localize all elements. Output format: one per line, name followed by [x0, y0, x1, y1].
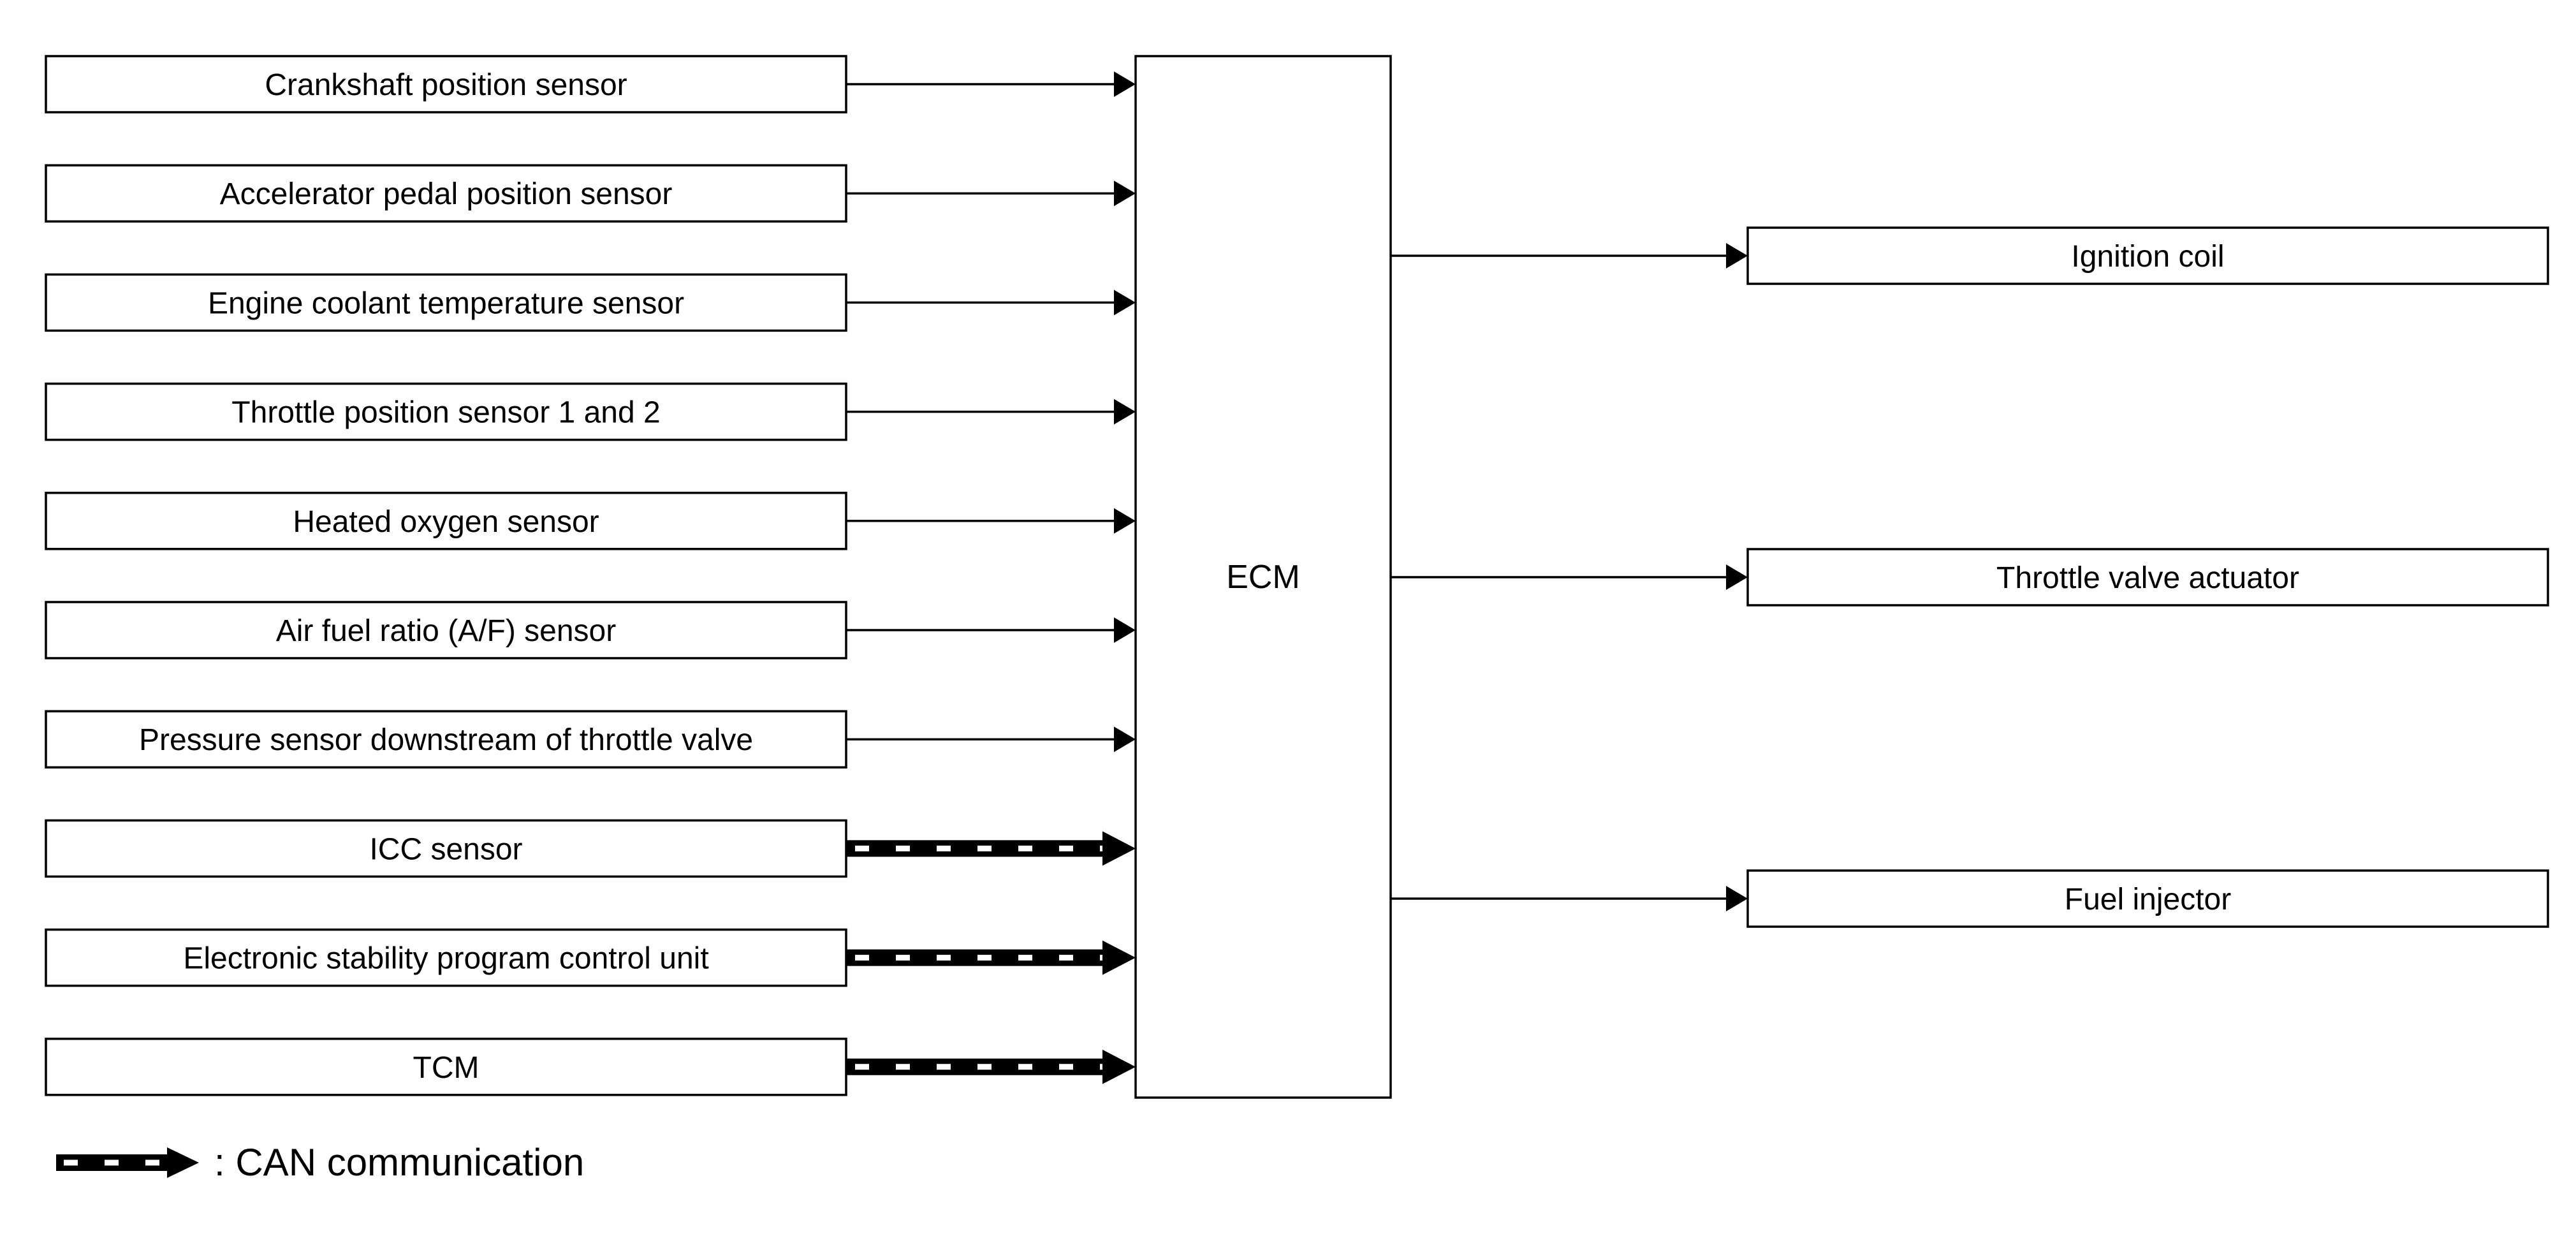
connections: [846, 71, 1748, 1084]
input-box: [45, 492, 847, 550]
input-label: Pressure sensor downstream of throttle v…: [139, 723, 753, 757]
signal-arrow: [846, 399, 1136, 425]
can-arrow: [846, 940, 1136, 975]
ecm-block: ECM: [1134, 55, 1392, 1099]
input-box: [45, 273, 847, 332]
input-block: Throttle position sensor 1 and 2: [45, 382, 847, 441]
signal-arrow: [846, 71, 1136, 97]
input-box: [45, 1038, 847, 1096]
input-block: Air fuel ratio (A/F) sensor: [45, 601, 847, 659]
ecm-box: [1134, 55, 1392, 1099]
output-arrow: [1391, 886, 1748, 911]
output-arrow: [1391, 243, 1748, 269]
input-block: Engine coolant temperature sensor: [45, 273, 847, 332]
signal-arrow: [846, 508, 1136, 534]
input-label: TCM: [413, 1051, 479, 1085]
output-label: Ignition coil: [2071, 240, 2224, 274]
input-block: Pressure sensor downstream of throttle v…: [45, 710, 847, 769]
signal-arrow: [846, 726, 1136, 753]
input-label: Engine coolant temperature sensor: [208, 286, 684, 320]
input-label: Crankshaft position sensor: [265, 68, 627, 102]
input-label: Air fuel ratio (A/F) sensor: [276, 614, 617, 648]
signal-arrow: [846, 180, 1136, 207]
input-block: Heated oxygen sensor: [45, 492, 847, 550]
output-block: Fuel injector: [1746, 869, 2549, 928]
input-label: Electronic stability program control uni…: [183, 942, 708, 976]
input-block: TCM: [45, 1038, 847, 1096]
output-block: Ignition coil: [1746, 226, 2549, 285]
input-label: ICC sensor: [369, 832, 522, 866]
input-box: [45, 928, 847, 987]
input-block: Electronic stability program control uni…: [45, 928, 847, 987]
input-box: [45, 55, 847, 114]
input-label: Heated oxygen sensor: [293, 505, 599, 539]
output-label: Throttle valve actuator: [1996, 561, 2299, 595]
can-arrow: [846, 831, 1136, 866]
output-box: [1746, 869, 2549, 928]
input-box: [45, 164, 847, 223]
input-box: [45, 382, 847, 441]
input-label: Accelerator pedal position sensor: [220, 177, 673, 211]
can-legend-arrow-icon: [56, 1147, 199, 1178]
input-block: Crankshaft position sensor: [45, 55, 847, 114]
legend: : CAN communication: [56, 1141, 584, 1184]
ecm-label: ECM: [1226, 559, 1300, 596]
output-block: Throttle valve actuator: [1746, 548, 2549, 607]
output-box: [1746, 548, 2549, 607]
can-arrow: [846, 1049, 1136, 1084]
output-arrow: [1391, 564, 1748, 590]
input-box: [45, 819, 847, 878]
input-box: [45, 710, 847, 769]
output-box: [1746, 226, 2549, 285]
signal-arrow: [846, 290, 1136, 316]
input-block: Accelerator pedal position sensor: [45, 164, 847, 223]
input-block: ICC sensor: [45, 819, 847, 878]
signal-arrow: [846, 617, 1136, 643]
input-box: [45, 601, 847, 659]
legend-label: : CAN communication: [214, 1141, 584, 1184]
output-label: Fuel injector: [2065, 883, 2231, 916]
input-label: Throttle position sensor 1 and 2: [231, 396, 660, 430]
